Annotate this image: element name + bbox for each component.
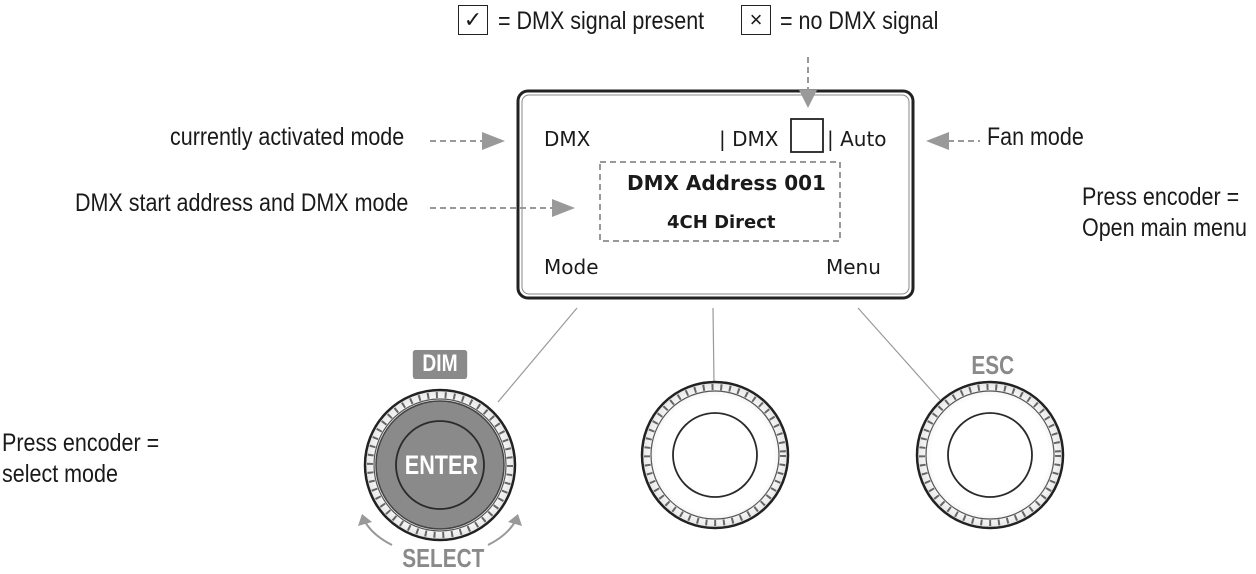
display-softkey-right[interactable]: Menu [826, 255, 881, 279]
dmx-status-square [790, 118, 824, 153]
legend-present-text: = DMX signal present [498, 7, 705, 35]
rotate-right-arrow [487, 519, 517, 546]
display-mode-line: 4CH Direct [667, 212, 776, 233]
cross-icon: × [741, 5, 771, 35]
annotation-current-mode: currently activated mode [170, 123, 405, 151]
check-icon: ✓ [458, 5, 488, 35]
rotate-left-arrow [363, 519, 393, 546]
legend-present: ✓ [458, 5, 488, 35]
legend-absent: × [741, 5, 771, 35]
esc-label: ESC [971, 350, 1015, 380]
encoder-middle [640, 380, 790, 530]
display-address-line: DMX Address 001 [627, 171, 826, 195]
display-status-left: | DMX [719, 127, 779, 151]
enter-label[interactable]: ENTER [404, 450, 479, 480]
annotation-press-right-1: Press encoder = [1082, 183, 1240, 211]
display-softkey-left[interactable]: Mode [544, 255, 599, 279]
connector-middle [712, 307, 715, 384]
address-dashed-box [599, 161, 841, 242]
encoder-enter [363, 388, 517, 542]
annotation-start-address: DMX start address and DMX mode [75, 189, 409, 217]
annotation-press-right-2: Open main menu [1082, 214, 1247, 242]
annotation-press-left-1: Press encoder = [2, 429, 160, 457]
legend-absent-text: = no DMX signal [780, 7, 939, 35]
annotation-press-left-2: select mode [2, 460, 118, 488]
connector-right [857, 307, 941, 401]
display-status-right: | Auto [827, 127, 887, 151]
dim-badge: DIM [412, 350, 468, 379]
annotation-fan-mode: Fan mode [987, 123, 1084, 151]
display-mode-top: DMX [544, 127, 591, 151]
select-label: SELECT [402, 543, 485, 573]
encoder-esc [915, 380, 1065, 530]
connector-left [497, 307, 578, 403]
